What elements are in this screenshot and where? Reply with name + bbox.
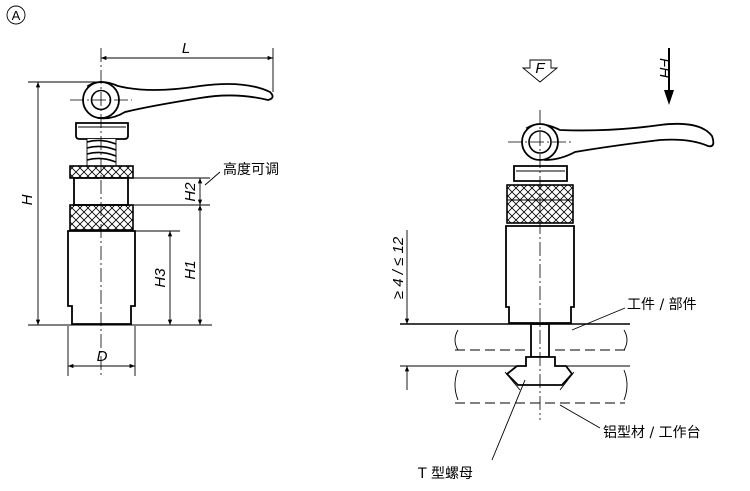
clamp-range-label: ≥ 4 / ≤ 12 (390, 236, 407, 299)
right-view-installation: F FH ≥ 4 / ≤ 12 工件 / 部件 (390, 48, 715, 482)
view-marker-a: A (6, 5, 26, 25)
dim-h3-label: H3 (152, 268, 169, 288)
t-nut (505, 356, 574, 386)
clamp-body (67, 230, 136, 325)
dim-l-label: L (182, 40, 190, 57)
profile-table-label: 铝型材 / 工作台 (603, 425, 701, 441)
force-f-icon: F (521, 59, 559, 83)
dim-h-label: H (19, 194, 36, 205)
lever-pivot (528, 130, 552, 154)
cam-lever (525, 122, 715, 161)
dim-d-label: D (97, 348, 108, 365)
knurled-nut-upper (69, 165, 134, 179)
pressure-cap (513, 165, 568, 182)
dim-h2-label: H2 (182, 182, 199, 202)
force-fh-arrow-icon: FH (656, 48, 674, 105)
dim-h1-label: H1 (182, 260, 199, 279)
height-adjustable-label: 高度可调 (223, 161, 279, 178)
t-nut-label: T 型螺母 (417, 466, 473, 482)
cam-lever (86, 81, 274, 120)
pressure-cap (75, 122, 129, 140)
force-f-label: F (535, 60, 545, 77)
view-marker-label: A (12, 8, 21, 23)
left-view-clamp: L H D H3 H1 H2 高度可调 (19, 40, 279, 378)
knurled-nut-lower (69, 204, 134, 231)
spring-icon (86, 139, 117, 166)
workpiece-label: 工件 / 部件 (627, 297, 697, 313)
force-fh-label: FH (656, 58, 673, 78)
